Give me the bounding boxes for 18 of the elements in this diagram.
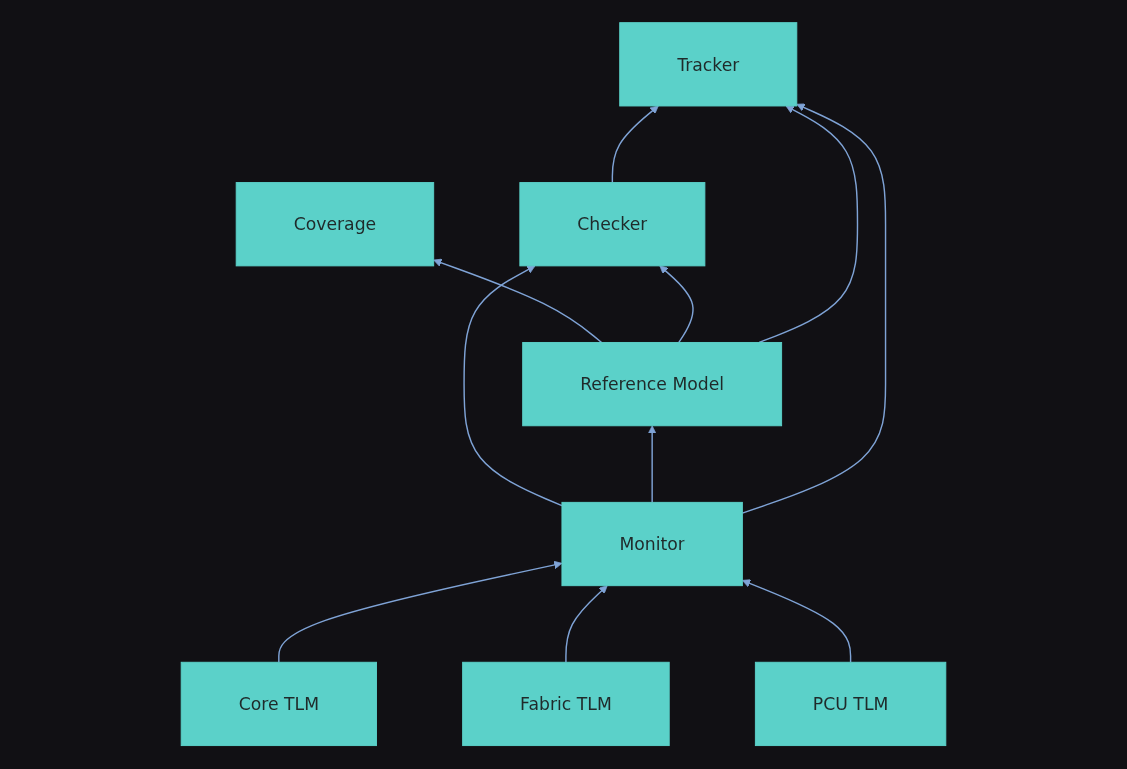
node-box: Core TLM (180, 662, 377, 747)
node-box: Tracker (619, 22, 798, 107)
arrow (278, 561, 563, 664)
arrow (463, 265, 563, 507)
arrow (647, 425, 657, 504)
arrow (741, 103, 887, 515)
arrow (565, 585, 608, 664)
arrow (611, 105, 659, 184)
arrow (659, 265, 694, 344)
node-box: Checker (519, 182, 706, 267)
node-box: Coverage (235, 182, 435, 267)
node-box: Reference Model (522, 342, 783, 427)
node-box: PCU TLM (754, 662, 947, 747)
arrow (433, 259, 603, 344)
arrow (758, 105, 859, 344)
node-box: Monitor (561, 502, 743, 587)
arrow (742, 579, 852, 664)
node-box: Fabric TLM (462, 662, 670, 747)
